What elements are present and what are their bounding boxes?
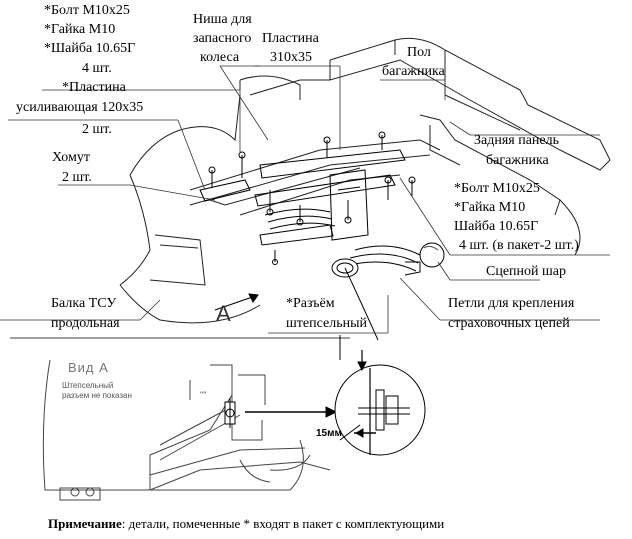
label-plate-reinforcing-qty: 2 шт. <box>82 122 112 137</box>
label-niche-line1: Ниша для <box>193 12 252 27</box>
label-loops-line2: страховочных цепей <box>448 316 570 331</box>
detail-circle <box>334 335 426 456</box>
label-plate-reinforcing-size: усиливающая 120х35 <box>16 100 144 115</box>
label-plate-size: 310х35 <box>270 50 312 65</box>
inset-title: Вид А <box>68 360 109 375</box>
label-beam-line2: продольная <box>51 316 120 331</box>
label-beam-line1: Балка ТСУ <box>51 296 117 311</box>
label-bolt-right: *Болт М10х25 <box>454 181 540 196</box>
label-trunk-floor-line1: Пол <box>407 45 431 60</box>
label-view-arrow: A <box>216 301 231 326</box>
rear-panel-outline <box>419 114 581 256</box>
label-qty-top: 4 шт. <box>82 61 112 76</box>
reinforcing-plates <box>199 179 334 246</box>
label-rear-panel-line1: Задняя панель <box>474 133 560 148</box>
label-niche-line3: колеса <box>200 50 240 65</box>
label-nut-top: *Гайка М10 <box>44 22 116 37</box>
label-washer-right: Шайба 10.65Г <box>454 219 539 234</box>
label-niche-line2: запасного <box>193 31 252 46</box>
label-connector-line1: *Разъём <box>286 296 335 311</box>
detail-callout-arrow <box>245 406 338 418</box>
longitudinal-beam <box>189 139 441 216</box>
label-plate-reinforcing: *Пластина <box>62 80 126 95</box>
vertical-bracket <box>329 169 369 241</box>
view-a-arrow <box>214 293 259 311</box>
label-rear-panel-line2: багажника <box>486 153 549 168</box>
left-body-outline <box>119 94 261 324</box>
label-clamp-qty: 2 шт. <box>62 170 92 185</box>
trunk-floor-outline <box>249 37 611 171</box>
footer-note-bold: Примечание <box>48 516 122 531</box>
leader-lines <box>0 65 610 334</box>
label-plate: Пластина <box>262 31 319 46</box>
inset-marker: "" <box>200 390 207 400</box>
footer-note-text: : детали, помеченные * входят в пакет с … <box>121 516 445 531</box>
inset-note-line1: Штепсельный <box>62 381 114 390</box>
label-loops-line1: Петли для крепления <box>448 296 575 311</box>
bolts-top <box>208 131 416 265</box>
inset-bracket-detail <box>224 398 236 428</box>
label-trunk-floor-line2: багажника <box>382 64 445 79</box>
label-tow-ball: Сцепной шар <box>486 264 567 279</box>
tow-ball <box>404 242 445 276</box>
inset-note-line2: разъем не показан <box>62 391 132 400</box>
label-bolt-top: *Болт М10х25 <box>44 3 130 18</box>
footer-note: Примечание: детали, помеченные * входят … <box>48 516 444 532</box>
label-clamp: Хомут <box>52 150 90 165</box>
inset-view-a <box>42 359 331 501</box>
label-connector-line2: штепсельный <box>286 316 367 331</box>
label-qty-right: 4 шт. (в пакет-2 шт.) <box>459 238 579 253</box>
spare-wheel-niche <box>239 75 301 100</box>
plate-310x35 <box>254 149 406 207</box>
label-washer-top: *Шайба 10.65Г <box>44 41 136 56</box>
dimension-15mm: 15мм <box>316 428 342 439</box>
label-nut-right: *Гайка М10 <box>454 200 526 215</box>
